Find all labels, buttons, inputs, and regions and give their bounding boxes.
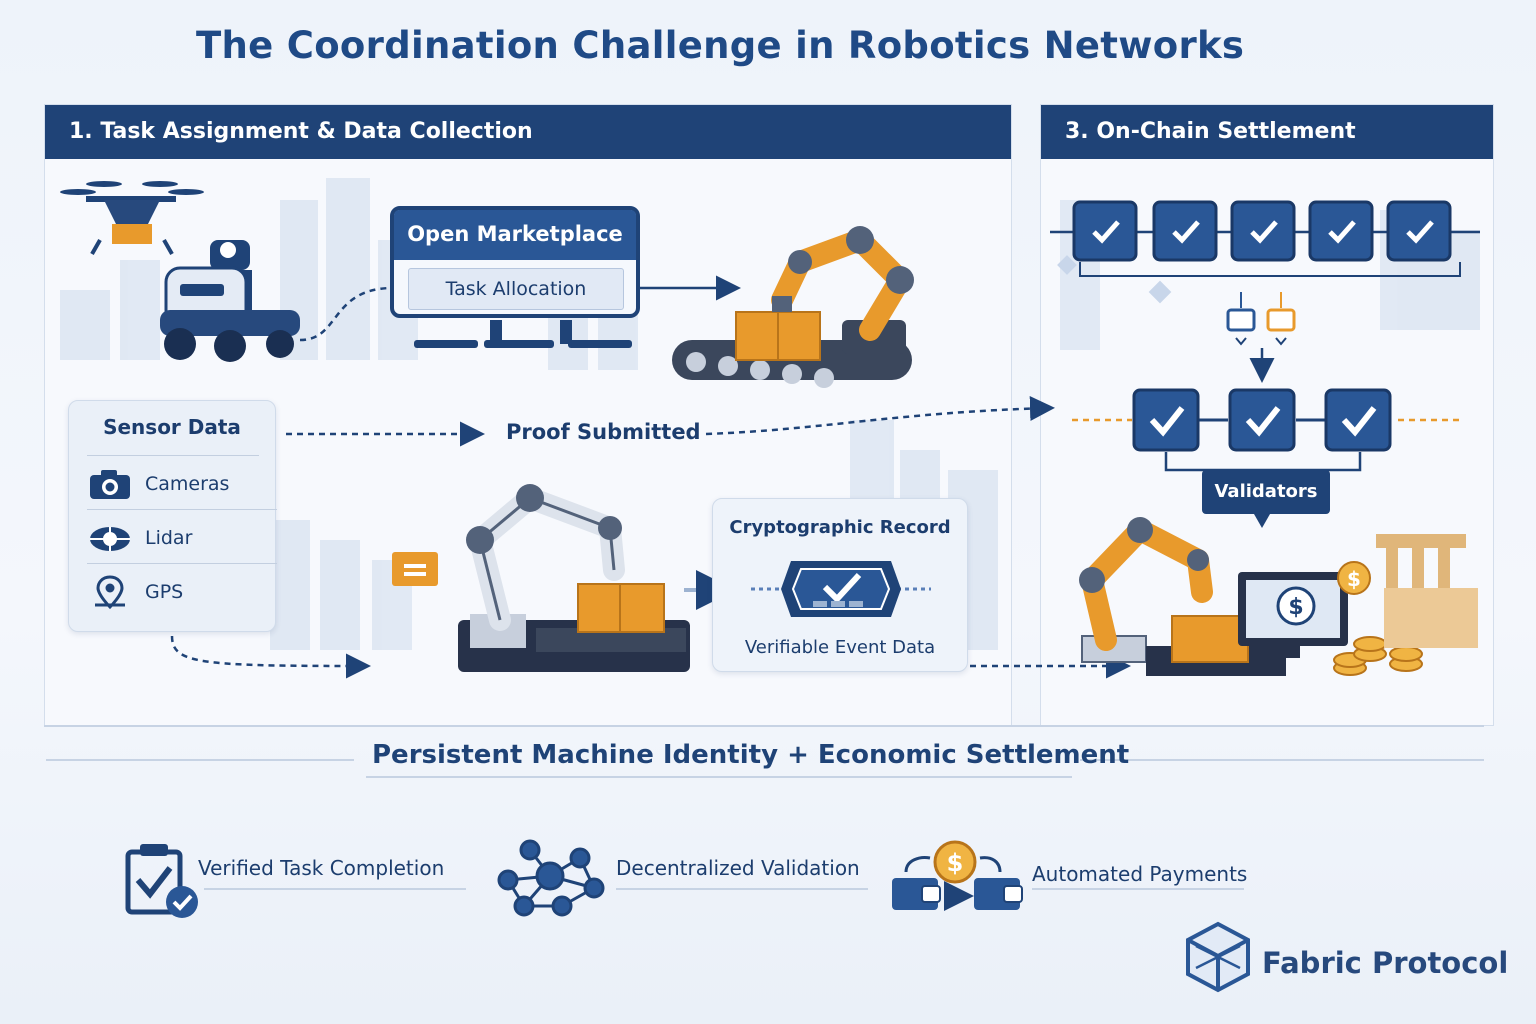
tagline-underline [366, 776, 1072, 778]
proof-submitted-label: Proof Submitted [506, 420, 701, 444]
open-marketplace-card: Open Marketplace Task Allocation [390, 206, 640, 318]
clipboard-check-icon [125, 844, 198, 918]
feature-label: Verified Task Completion [198, 856, 445, 880]
sensor-data-card: Sensor Data Cameras Lidar GPS [68, 400, 277, 632]
tagline: Persistent Machine Identity + Economic S… [372, 740, 1130, 770]
feature-verified-task-completion: Verified Task Completion [198, 856, 444, 880]
svg-text:$: $ [1347, 567, 1361, 591]
network-nodes-icon [497, 839, 605, 917]
robot-arm-icon [1079, 517, 1286, 676]
blockchain-chain [1050, 200, 1480, 304]
sensor-data-title: Sensor Data [103, 415, 241, 439]
feature-automated-payments: Automated Payments [1032, 862, 1247, 886]
sensor-item-cameras: Cameras [87, 461, 277, 510]
marketplace-monitor-stand [414, 320, 632, 348]
task-allocation-label: Task Allocation [445, 278, 587, 300]
blockchain-block-icon [1308, 200, 1374, 262]
task-assignment-panel-title: 1. Task Assignment & Data Collection [45, 105, 1011, 159]
robot-arm-icon [458, 484, 690, 672]
drone-icon [60, 181, 204, 255]
task-allocation-box: Task Allocation [408, 268, 624, 310]
brand-name: Fabric Protocol [1262, 946, 1509, 980]
marketplace-title: Open Marketplace [407, 222, 623, 246]
coins-icon [1333, 636, 1423, 676]
blockchain-block-icon [1152, 200, 1218, 262]
feature-label: Automated Payments [1032, 862, 1248, 886]
bank-building-icon [1376, 534, 1478, 648]
cryptographic-record-title: Cryptographic Record [729, 517, 951, 538]
feature-label: Decentralized Validation [616, 856, 860, 880]
wallet-transfer-icon: $ [892, 840, 1023, 911]
validators-label: Validators [1214, 481, 1318, 502]
svg-text:$: $ [947, 849, 964, 877]
marketplace-title-bar [394, 210, 636, 260]
verified-record-icon [751, 561, 931, 617]
settlement-panel-title: 3. On-Chain Settlement [1041, 105, 1493, 159]
transaction-node-icon [1226, 292, 1296, 383]
robot-arm-icon [672, 226, 914, 388]
sensor-item-lidar: Lidar [87, 515, 277, 564]
camera-icon [90, 470, 130, 499]
lidar-icon [90, 527, 130, 551]
sensor-item-gps: GPS [87, 569, 277, 617]
ground-robot-icon [160, 240, 300, 362]
dollar-icon: $ $ [1276, 561, 1371, 626]
checkmark-icon [1324, 388, 1392, 452]
blockchain-block-icon [1386, 200, 1452, 262]
sensor-item-label: Lidar [145, 527, 193, 549]
svg-text:$: $ [1288, 595, 1303, 620]
checkmark-icon [1228, 388, 1296, 452]
blockchain-block-icon [1230, 200, 1296, 262]
checkmark-icon [1132, 388, 1200, 452]
cryptographic-record-card: Cryptographic Record Verifiable Event Da… [712, 498, 968, 672]
fabric-logo-icon [1186, 921, 1250, 993]
validator-blocks [1072, 388, 1460, 528]
sensor-item-label: GPS [145, 581, 184, 603]
sensor-item-label: Cameras [145, 473, 230, 495]
data-folder-icon [392, 552, 438, 586]
page-title: The Coordination Challenge in Robotics N… [196, 24, 1245, 67]
verifiable-event-data-label: Verifiable Event Data [744, 637, 936, 658]
blockchain-block-icon [1072, 200, 1138, 262]
feature-decentralized-validation: Decentralized Validation [616, 856, 860, 880]
validators-badge: Validators [1202, 470, 1330, 514]
gps-pin-icon [95, 575, 125, 610]
